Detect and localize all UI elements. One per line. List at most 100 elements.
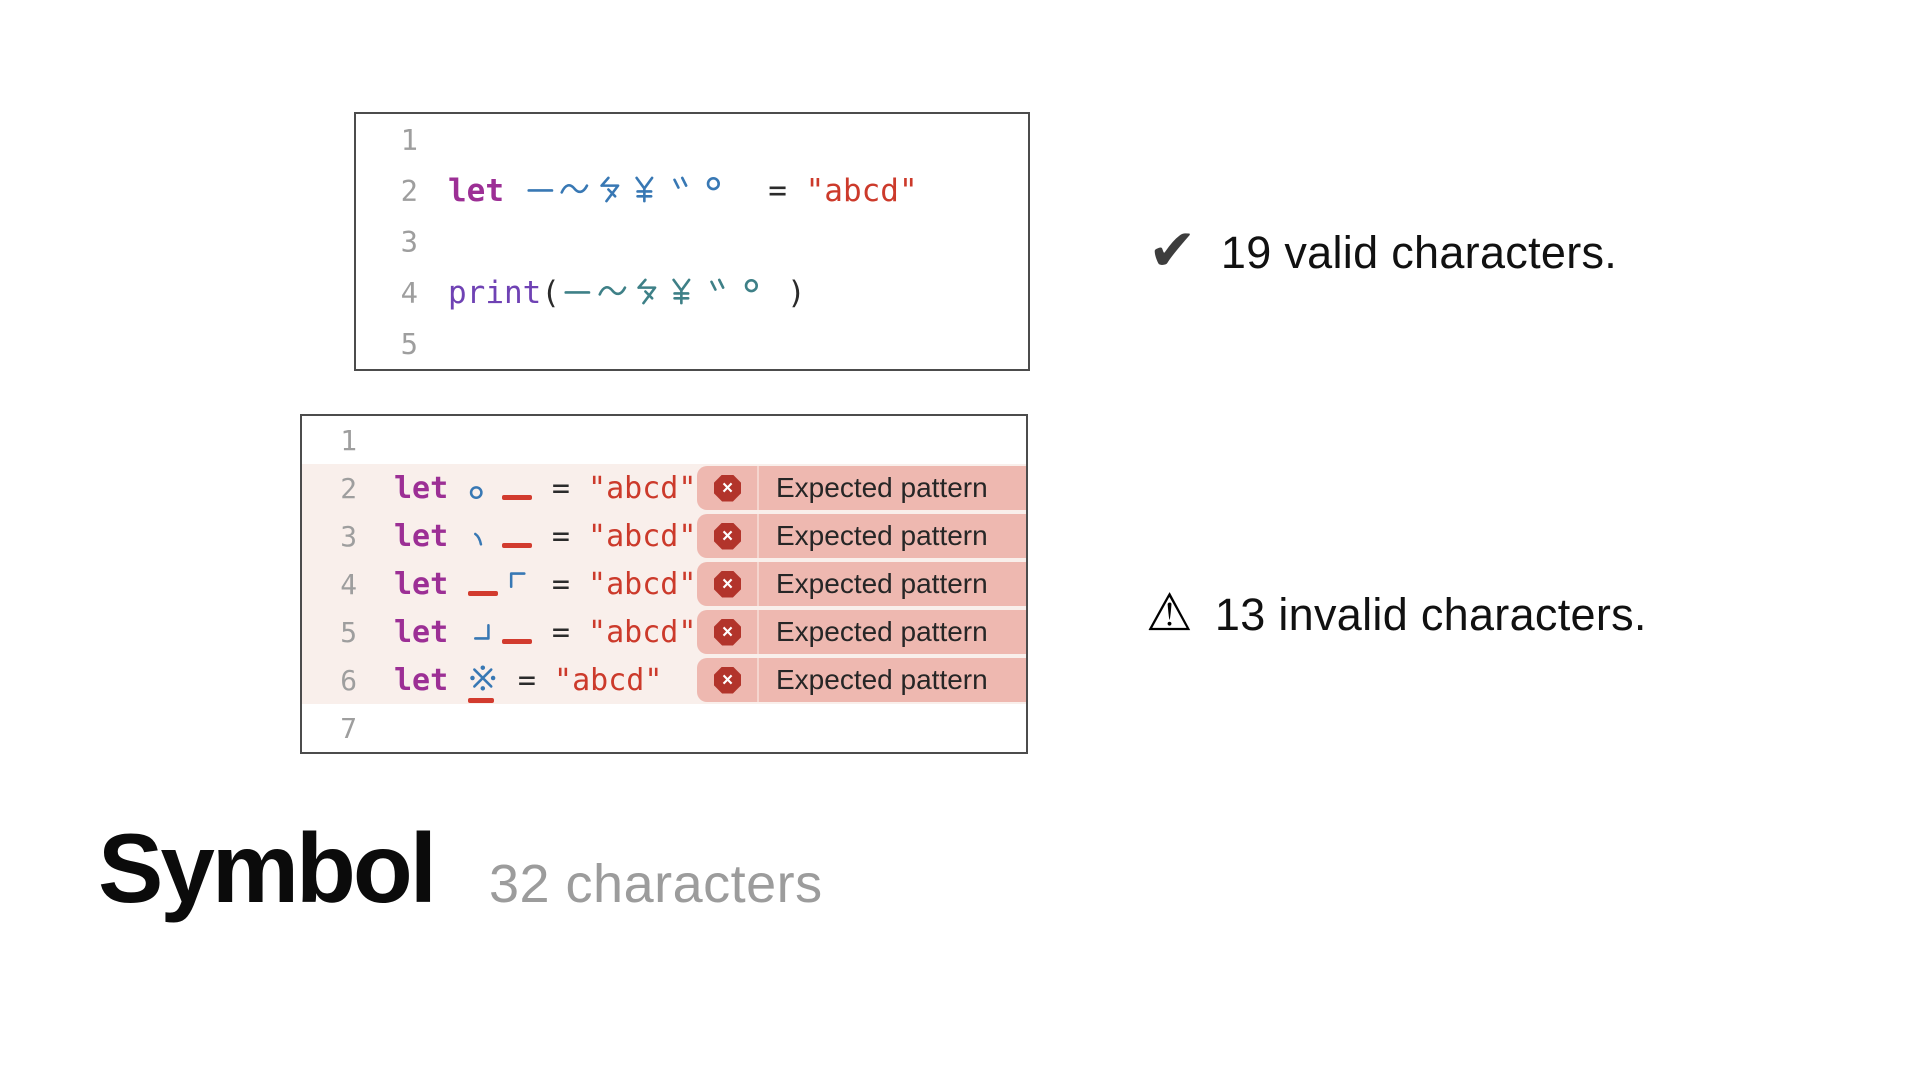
ideographic-comma-symbol [466,519,500,549]
token-string: "abcd" [588,518,697,554]
token-plain: = [533,470,589,506]
invalid-note: ⚠ 13 invalid characters. [1146,583,1647,646]
token-string: "abcd" [588,614,697,650]
token-function: print [448,274,542,311]
token-keyword: let [448,172,523,209]
line-number: 2 [400,173,418,208]
character-count: 32 characters [488,854,823,914]
error-annotation: × Expected pattern [697,562,1026,606]
error-annotation: × Expected pattern [697,658,1026,702]
code-line: 7 [302,704,1026,752]
line-number: 2 [340,471,357,505]
error-annotation: × Expected pattern [697,514,1026,558]
code-text: let = "abcd" [394,567,696,602]
token-plain: = [533,566,589,602]
token-declaration [466,519,500,554]
error-message: Expected pattern [776,520,988,551]
token-keyword: let [394,566,467,602]
line-number: 6 [340,663,357,697]
token-plain: = [730,172,806,209]
token-string: "abcd" [554,662,663,698]
handakuten-symbol [734,275,769,306]
error-badge-icon: × [714,570,741,598]
line-number: 1 [400,122,418,157]
valid-note: ✔ 19 valid characters. [1148,216,1618,284]
error-chip-divider [757,466,759,510]
token-declaration [466,615,500,650]
error-badge-icon: × [714,618,741,646]
code-text: let = "abcd" [448,173,918,209]
token-string: "abcd" [588,470,697,506]
error-message: Expected pattern [776,664,988,695]
token-keyword: let [394,518,467,554]
token-plain: = [533,614,589,650]
code-text: let = "abcd" [394,615,696,650]
token-declaration [523,173,731,209]
code-text: let = "abcd" [394,663,662,698]
error-annotation: × Expected pattern [697,466,1026,510]
page-title: Symbol [98,813,437,923]
iteration-mark-symbol [592,173,627,204]
prolonged-sound-mark-symbol [560,275,595,306]
code-line-error: 4 let = "abcd" × Expected pattern [302,560,1026,608]
wave-dash-symbol [595,275,630,306]
error-underline [501,638,532,644]
error-underline [501,494,532,500]
dakuten-symbol [662,173,697,204]
error-message: Expected pattern [776,472,988,503]
code-text: let = "abcd" [394,471,696,506]
code-text: print( ) [448,275,806,311]
ideographic-full-stop-symbol [466,471,500,501]
code-line: 1 [302,416,1026,464]
code-line: 1 [356,114,1028,165]
token-keyword: let [394,470,467,506]
error-chip-divider [757,514,759,558]
error-badge-icon: × [714,474,741,502]
warning-icon: ⚠ [1146,583,1193,643]
prolonged-sound-mark-symbol [523,173,558,204]
fullwidth-yen-symbol [664,275,699,306]
token-plain: ( [541,274,560,311]
error-message: Expected pattern [776,568,988,599]
code-line: 4 print( ) [356,267,1028,318]
error-badge-icon: × [714,666,741,694]
line-number: 5 [400,326,418,361]
line-number: 4 [340,567,357,601]
footer: Symbol 32 characters [98,813,823,923]
left-corner-bracket-symbol [500,567,534,597]
error-badge-icon: × [714,522,741,550]
wave-dash-symbol [557,173,592,204]
token-string: "abcd" [805,172,918,209]
token-plain: = [533,518,589,554]
code-line-error: 5 let = "abcd" × Expected pattern [302,608,1026,656]
error-annotation: × Expected pattern [697,610,1026,654]
line-number: 5 [340,615,357,649]
line-number: 1 [340,423,357,457]
code-line-error: 6 let = "abcd" × Expected pattern [302,656,1026,704]
line-number: 4 [400,275,418,310]
token-string: "abcd" [588,566,697,602]
error-underline [468,590,499,596]
iteration-mark-symbol [629,275,664,306]
token-plain: ) [768,274,806,311]
valid-note-text: 19 valid characters. [1220,227,1618,278]
invalid-note-text: 13 invalid characters. [1214,589,1647,640]
token-keyword: let [394,614,467,650]
token-declaration [466,663,500,698]
token-identifier [560,275,768,311]
dakuten-symbol [699,275,734,306]
check-icon: ✔ [1148,216,1197,284]
code-line: 2 let = "abcd" [356,165,1028,216]
error-chip-divider [757,562,759,606]
code-line: 5 [356,318,1028,369]
error-message: Expected pattern [776,616,988,647]
reference-mark-symbol [466,663,500,693]
token-declaration [500,567,534,602]
token-declaration [466,471,500,506]
fullwidth-yen-symbol [627,173,662,204]
right-corner-bracket-symbol [466,615,500,645]
